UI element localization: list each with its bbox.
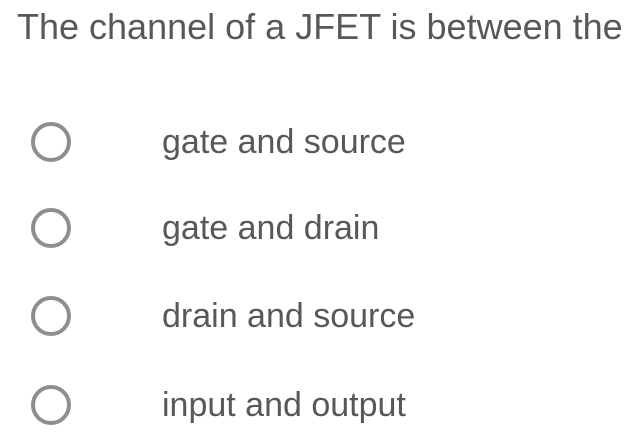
radio-unchecked-icon[interactable] bbox=[31, 208, 71, 248]
option-row-gate-and-drain[interactable]: gate and drain bbox=[0, 206, 628, 250]
question-text: The channel of a JFET is between the bbox=[17, 6, 623, 47]
option-label: input and output bbox=[162, 385, 406, 424]
option-label: drain and source bbox=[162, 296, 416, 335]
radio-unchecked-icon[interactable] bbox=[31, 385, 71, 425]
option-label: gate and drain bbox=[162, 208, 380, 247]
option-label: gate and source bbox=[162, 122, 406, 161]
option-row-gate-and-source[interactable]: gate and source bbox=[0, 120, 628, 164]
radio-unchecked-icon[interactable] bbox=[31, 122, 71, 162]
option-row-input-and-output[interactable]: input and output bbox=[0, 383, 628, 427]
option-row-drain-and-source[interactable]: drain and source bbox=[0, 294, 628, 338]
radio-unchecked-icon[interactable] bbox=[31, 296, 71, 336]
